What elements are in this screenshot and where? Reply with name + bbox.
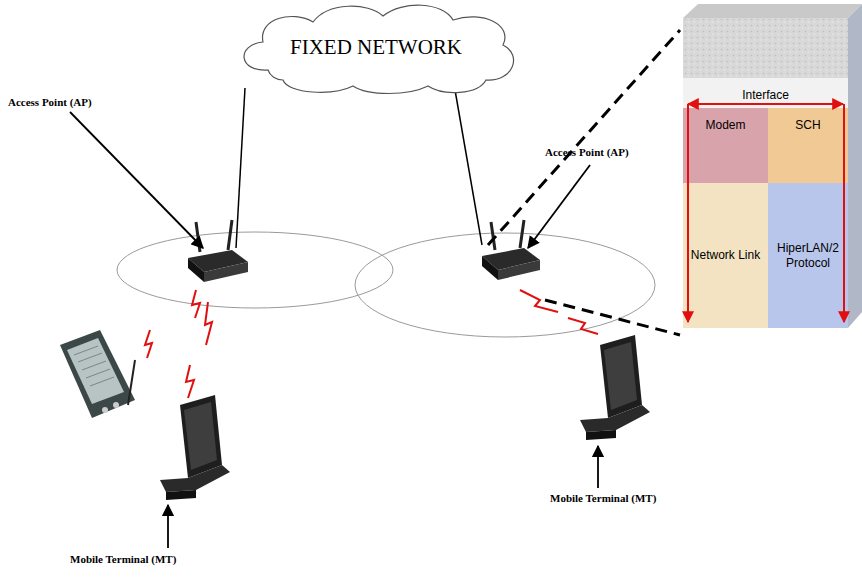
node-label: Modem xyxy=(705,118,745,132)
callout-label: Access Point (AP) xyxy=(545,146,629,158)
node-label: SCH xyxy=(795,118,820,132)
protocol-block xyxy=(683,4,862,328)
callout-label: Access Point (AP) xyxy=(8,96,92,108)
coverage-cell xyxy=(117,232,393,308)
callout-label: Mobile Terminal (MT) xyxy=(70,553,176,565)
pointer-arrow xyxy=(167,505,169,548)
protocol-block: HiperLAN/2 Protocol xyxy=(768,183,848,328)
coverage-cell xyxy=(355,233,655,337)
laptop-icon xyxy=(580,335,650,440)
callout-label: Mobile Terminal (MT) xyxy=(550,492,656,504)
pda-icon xyxy=(60,330,135,418)
node-label: FIXED NETWORK xyxy=(290,35,462,60)
pointer-arrow xyxy=(597,446,599,488)
laptop-icon xyxy=(160,395,230,500)
wire xyxy=(455,90,482,245)
pointer-arrow xyxy=(528,165,590,248)
zoom-line xyxy=(545,300,680,335)
access-point-icon xyxy=(188,220,248,282)
pointer-arrow xyxy=(70,112,203,248)
node-label: Interface xyxy=(742,88,789,102)
network-link-block: Network Link xyxy=(683,183,768,328)
sch-block: SCH xyxy=(768,108,848,183)
node-label: HiperLAN/2 Protocol xyxy=(772,241,844,270)
modem-block: Modem xyxy=(683,108,768,183)
zoom-line xyxy=(488,30,680,245)
wire xyxy=(236,88,245,248)
node-label: Network Link xyxy=(691,248,760,262)
access-point-icon xyxy=(482,220,540,280)
interface-band: Interface xyxy=(683,78,848,108)
radio-link xyxy=(145,290,598,398)
cloud-shape: FIXED NETWORK xyxy=(228,0,524,96)
